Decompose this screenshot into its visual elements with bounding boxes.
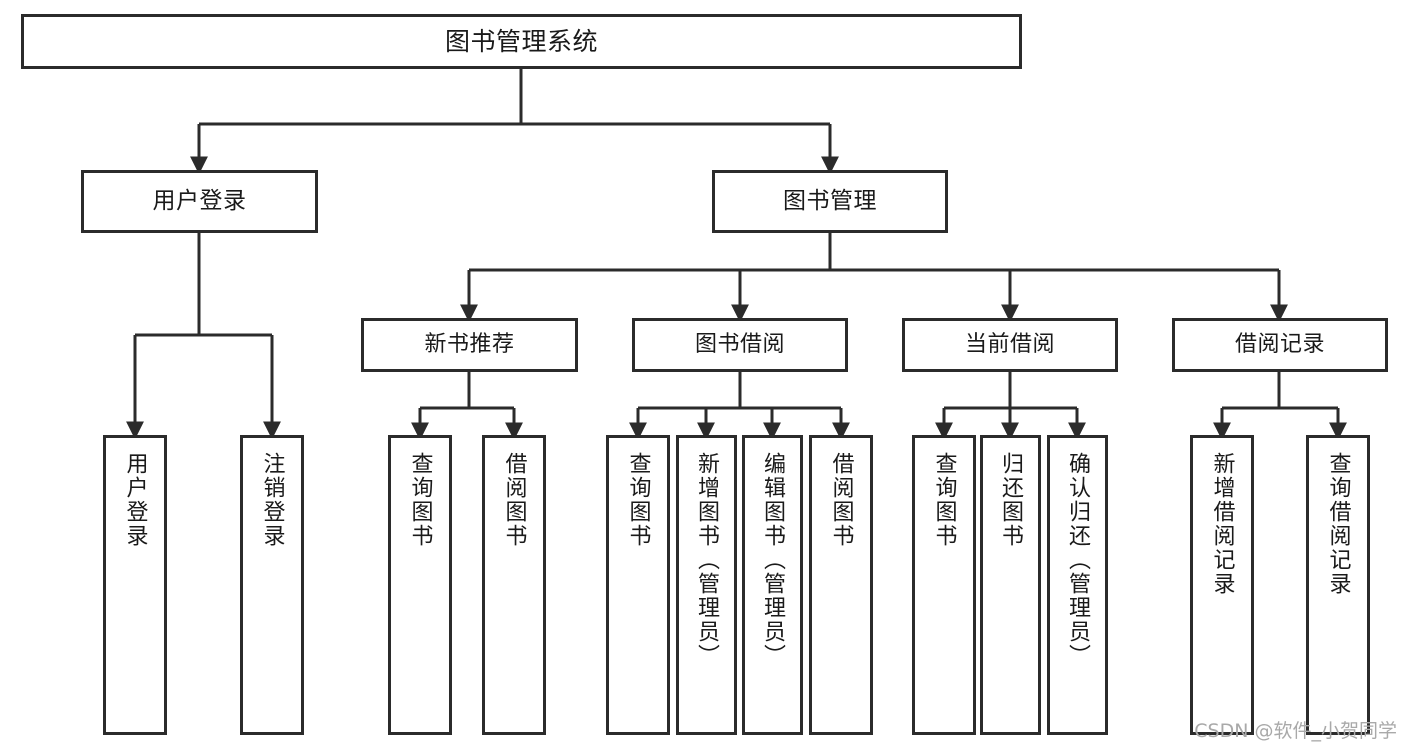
node-label: 归还图书 <box>998 452 1024 548</box>
node-leaf-user-login[interactable]: 用户登录 <box>103 435 167 735</box>
node-label: 查询图书 <box>625 452 651 548</box>
node-leaf-query-book-3[interactable]: 查询图书 <box>912 435 976 735</box>
node-new-book-recommend[interactable]: 新书推荐 <box>361 318 578 372</box>
node-leaf-add-record[interactable]: 新增借阅记录 <box>1190 435 1254 735</box>
node-label: 用户登录 <box>152 187 247 214</box>
node-leaf-query-book-1[interactable]: 查询图书 <box>388 435 452 735</box>
node-current-borrow[interactable]: 当前借阅 <box>902 318 1118 372</box>
node-label: 新书推荐 <box>424 332 515 358</box>
node-leaf-confirm-return[interactable]: 确认归还（管理员） <box>1047 435 1108 735</box>
node-label: 查询借阅记录 <box>1325 452 1351 596</box>
node-label: 编辑图书（管理员） <box>760 452 786 668</box>
node-root-system[interactable]: 图书管理系统 <box>21 14 1022 69</box>
node-label: 用户登录 <box>122 452 148 548</box>
node-leaf-add-book[interactable]: 新增图书（管理员） <box>676 435 737 735</box>
node-label: 图书借阅 <box>694 332 785 358</box>
node-label: 图书管理系统 <box>444 26 598 56</box>
node-borrow-record[interactable]: 借阅记录 <box>1172 318 1388 372</box>
node-label: 图书管理 <box>783 187 877 214</box>
node-leaf-borrow-book-2[interactable]: 借阅图书 <box>809 435 873 735</box>
node-leaf-query-record[interactable]: 查询借阅记录 <box>1306 435 1370 735</box>
node-label: 借阅记录 <box>1234 332 1325 358</box>
node-label: 新增借阅记录 <box>1209 452 1235 596</box>
csdn-watermark: CSDN @软件_小贺同学 <box>1194 720 1397 742</box>
node-leaf-return-book[interactable]: 归还图书 <box>980 435 1041 735</box>
node-label: 查询图书 <box>407 452 433 548</box>
node-leaf-query-book-2[interactable]: 查询图书 <box>606 435 670 735</box>
node-leaf-edit-book[interactable]: 编辑图书（管理员） <box>742 435 803 735</box>
node-book-borrow[interactable]: 图书借阅 <box>632 318 848 372</box>
node-label: 新增图书（管理员） <box>694 452 720 668</box>
node-book-manage[interactable]: 图书管理 <box>712 170 948 233</box>
node-label: 当前借阅 <box>964 332 1055 358</box>
node-label: 确认归还（管理员） <box>1065 452 1091 668</box>
node-label: 借阅图书 <box>501 452 527 548</box>
node-leaf-logout[interactable]: 注销登录 <box>240 435 304 735</box>
node-user-login[interactable]: 用户登录 <box>81 170 318 233</box>
node-label: 借阅图书 <box>828 452 854 548</box>
node-label: 注销登录 <box>259 452 285 548</box>
node-label: 查询图书 <box>931 452 957 548</box>
node-leaf-borrow-book-1[interactable]: 借阅图书 <box>482 435 546 735</box>
